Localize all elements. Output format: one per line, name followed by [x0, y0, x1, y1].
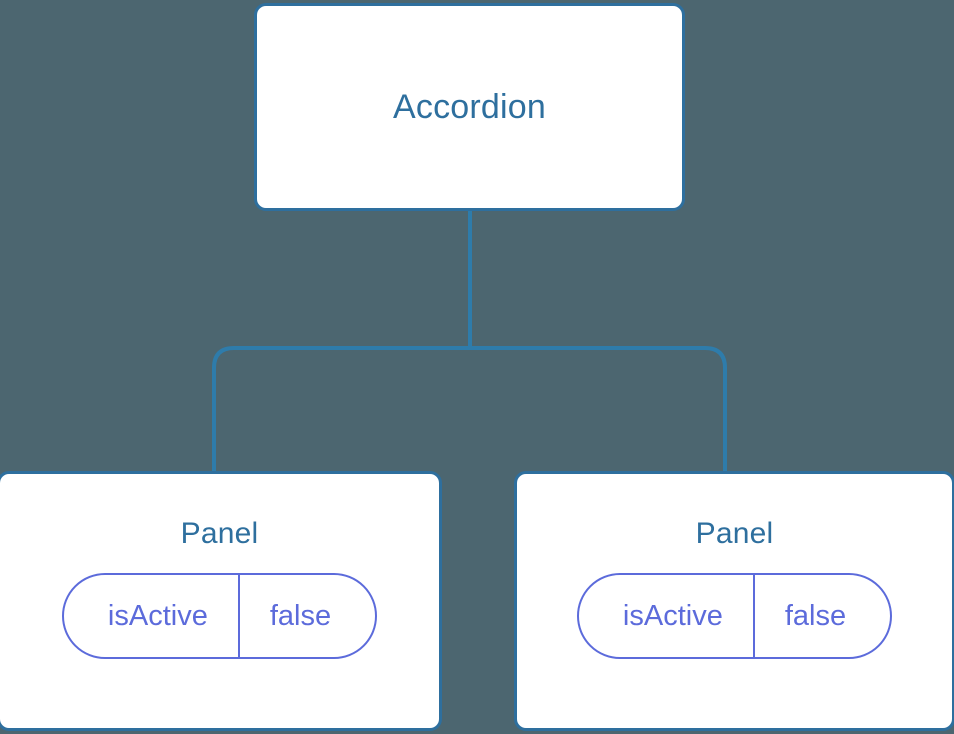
- prop-pill-panel-right[interactable]: isActive false: [576, 573, 893, 659]
- node-panel-left[interactable]: Panel isActive false: [0, 471, 442, 731]
- node-panel-right[interactable]: Panel isActive false: [514, 471, 954, 731]
- prop-value-isactive: false: [784, 599, 847, 632]
- node-panel-right-label: Panel: [695, 517, 774, 550]
- prop-pill-panel-left[interactable]: isActive false: [61, 573, 378, 659]
- node-panel-left-label: Panel: [180, 517, 259, 550]
- node-accordion[interactable]: Accordion: [254, 3, 685, 211]
- node-accordion-label: Accordion: [393, 88, 546, 126]
- prop-key-isactive: isActive: [64, 575, 240, 657]
- edge-accordion-to-panel-right: [470, 346, 727, 474]
- edge-accordion-to-panel-left: [212, 346, 470, 474]
- prop-key-isactive: isActive: [579, 575, 755, 657]
- prop-value-isactive: false: [269, 599, 332, 632]
